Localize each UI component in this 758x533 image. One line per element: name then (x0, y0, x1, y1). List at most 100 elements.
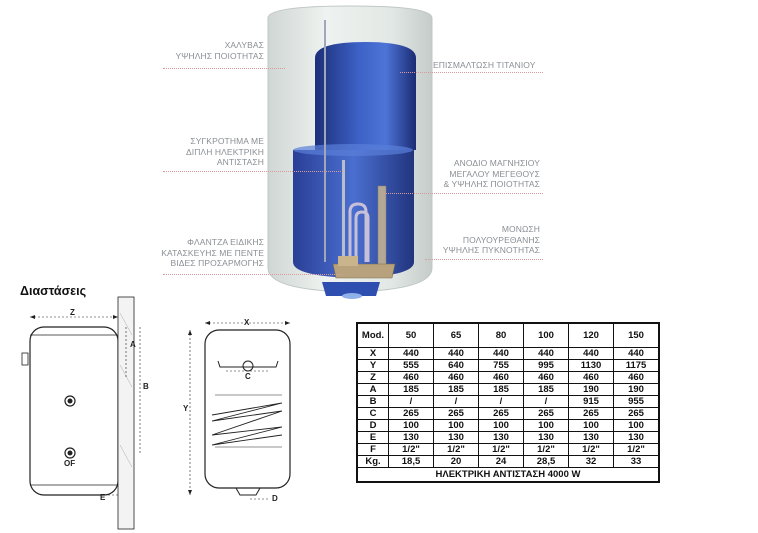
table-cell: 1130 (568, 359, 614, 372)
table-cell: 190 (613, 383, 660, 396)
table-cell: 440 (388, 347, 434, 360)
table-cell: 640 (433, 359, 479, 372)
table-row-label: X (356, 347, 389, 360)
table-cell: 460 (433, 371, 479, 384)
callout-double-heater: ΣΥΓΚΡΟΤΗΜΑ ΜΕ ΔΙΠΛΗ ΗΛΕΚΤΡΙΚΗ ΑΝΤΙΣΤΑΣΗ (185, 136, 264, 167)
leader-anode (383, 193, 543, 194)
table-cell: 130 (523, 431, 569, 444)
table-cell: 1/2" (523, 443, 569, 456)
table-cell: 185 (433, 383, 479, 396)
table-cell: 440 (433, 347, 479, 360)
table-cell: 100 (568, 419, 614, 432)
leader-titanium (400, 72, 543, 73)
callout-steel: ΧΑΛΥΒΑΣ ΥΨΗΛΗΣ ΠΟΙΟΤΗΤΑΣ (175, 40, 264, 61)
table-cell: / (478, 395, 524, 408)
table-header-cell: 150 (613, 322, 660, 348)
table-cell: 460 (478, 371, 524, 384)
table-cell: 460 (568, 371, 614, 384)
table-row-label: D (356, 419, 389, 432)
table-cell: 18,5 (388, 455, 434, 468)
leader-insulation (425, 259, 543, 260)
svg-text:OF: OF (64, 459, 75, 468)
table-cell: 1175 (613, 359, 660, 372)
dim-label-x: X (244, 318, 250, 327)
callout-anode: ΑΝΟΔΙΟ ΜΑΓΝΗΣΙΟΥ ΜΕΓΑΛΟΥ ΜΕΓΕΘΟΥΣ & ΥΨΗΛ… (443, 158, 540, 189)
table-cell: 460 (613, 371, 660, 384)
table-header-cell: 120 (568, 322, 614, 348)
table-header-row: Mod. 50 65 80 100 120 150 (356, 322, 660, 348)
table-cell: 555 (388, 359, 434, 372)
table-cell: 190 (568, 383, 614, 396)
dim-label-z: Z (70, 308, 75, 317)
table-cell: 28,5 (523, 455, 569, 468)
table-row-label: Z (356, 371, 389, 384)
table-cell: 1/2" (613, 443, 660, 456)
table-cell: 185 (478, 383, 524, 396)
table-cell: 24 (478, 455, 524, 468)
table-row-label: A (356, 383, 389, 396)
dim-label-b: B (143, 382, 149, 391)
callout-insulation: ΜΟΝΩΣΗ ΠΟΛΥΟΥΡΕΘΑΝΗΣ ΥΨΗΛΗΣ ΠΥΚΝΟΤΗΤΑΣ (442, 224, 540, 255)
flange-icon (332, 263, 396, 279)
table-cell: 100 (523, 419, 569, 432)
table-cell: 185 (523, 383, 569, 396)
table-cell: 100 (433, 419, 479, 432)
table-cell: / (523, 395, 569, 408)
table-row-label: F (356, 443, 389, 456)
table-cell: 185 (388, 383, 434, 396)
dimensions-title: Διαστάσεις (20, 284, 87, 298)
table-cell: 1/2" (388, 443, 434, 456)
table-cell: 265 (523, 407, 569, 420)
dim-label-e: E (100, 493, 106, 502)
table-cell: 130 (568, 431, 614, 444)
bottom-cap (322, 282, 380, 296)
table-cell: 265 (433, 407, 479, 420)
table-cell: 755 (478, 359, 524, 372)
inner-tank-upper (315, 42, 416, 150)
table-cell: 265 (568, 407, 614, 420)
anode-rod-icon (377, 185, 387, 273)
table-row-label: E (356, 431, 389, 444)
table-cell: 130 (388, 431, 434, 444)
heater-element-icon (348, 202, 370, 270)
dim-label-y: Y (183, 404, 189, 413)
dimension-drawings: OF Z A B E X Y (21, 296, 291, 530)
callout-titanium: ΕΠΙΣΜΑΛΤΩΣΗ ΤΙΤΑΝΙΟΥ (433, 60, 536, 70)
table-row-label: C (356, 407, 389, 420)
table-row-label: B (356, 395, 389, 408)
side-view: OF Z A B E (21, 296, 149, 530)
table-cell: 1/2" (478, 443, 524, 456)
table-cell: 20 (433, 455, 479, 468)
table-header-cell: 65 (433, 322, 479, 348)
table-header-cell: 100 (523, 322, 569, 348)
table-cell: 265 (388, 407, 434, 420)
table-cell: 995 (523, 359, 569, 372)
table-header-cell: Mod. (356, 322, 389, 348)
leader-double-heater (163, 171, 343, 172)
table-cell: / (433, 395, 479, 408)
table-cell: 100 (613, 419, 660, 432)
table-cell: 100 (388, 419, 434, 432)
table-cell: 460 (523, 371, 569, 384)
table-row-label: Kg. (356, 455, 389, 468)
table-cell: 265 (613, 407, 660, 420)
table-cell: 440 (478, 347, 524, 360)
table-cell: / (388, 395, 434, 408)
table-cell: 1/2" (433, 443, 479, 456)
table-header-cell: 50 (388, 322, 434, 348)
leader-steel (163, 68, 285, 69)
table-cell: 130 (478, 431, 524, 444)
table-cell: 1/2" (568, 443, 614, 456)
table-footer: ΗΛΕΚΤΡΙΚΗ ΑΝΤΙΣΤΑΣΗ 4000 W (356, 467, 660, 483)
dim-label-d: D (272, 494, 278, 503)
